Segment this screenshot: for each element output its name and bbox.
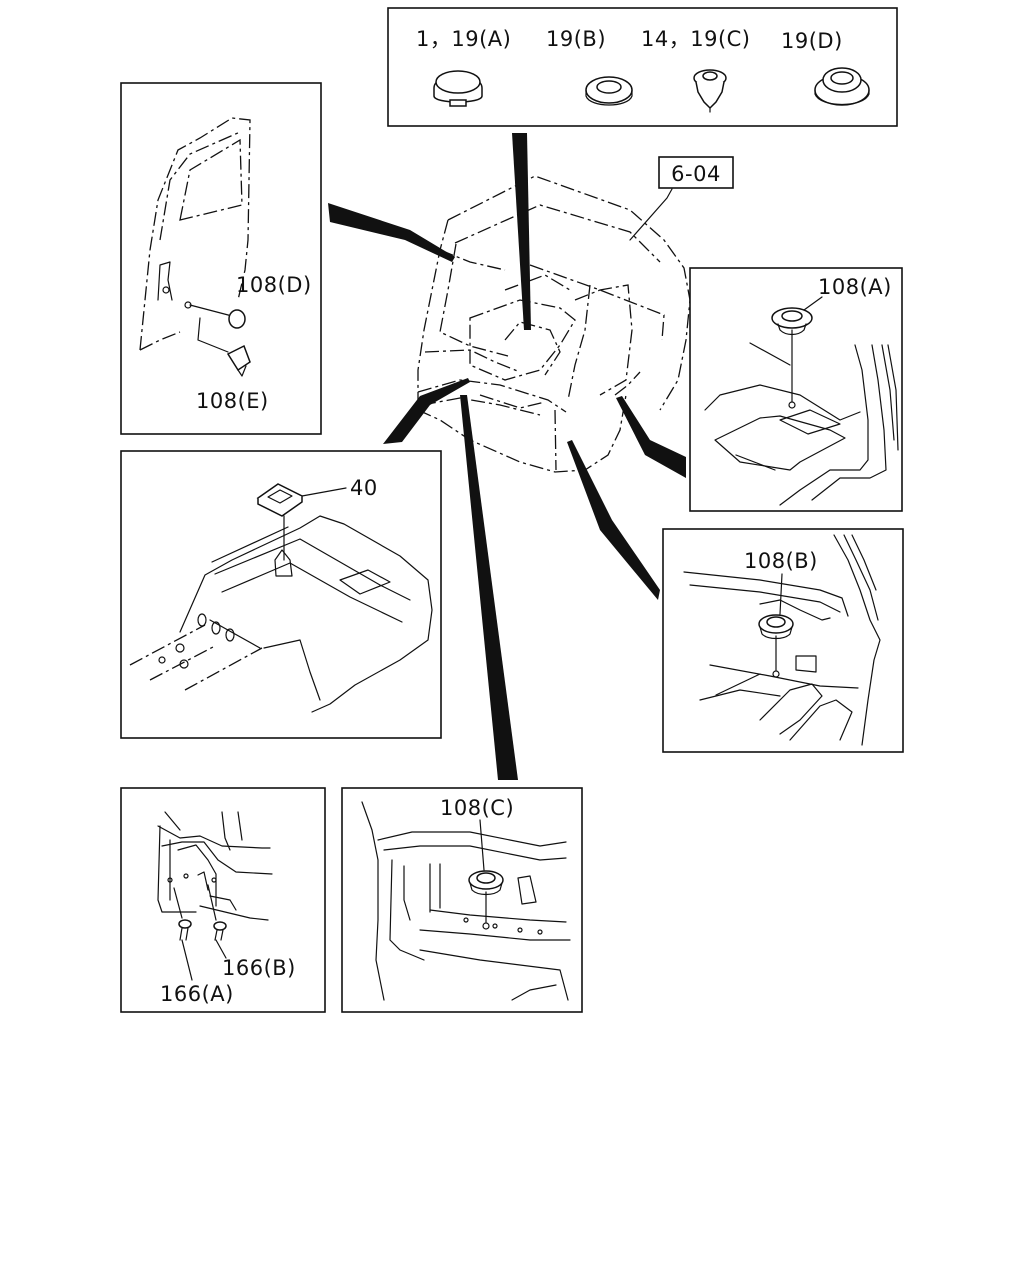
push-clip-icon	[693, 69, 727, 113]
trim-clip-icon	[226, 344, 251, 377]
legend-label-4: 19(D)	[781, 29, 843, 53]
legend-label-3: 14，19(C)	[641, 27, 751, 51]
front-floor-panel: 108(A)	[689, 267, 903, 512]
reference-label: 6-04	[671, 162, 721, 186]
rear-panel: 108(C)	[341, 787, 583, 1013]
bolt-b-icon	[213, 921, 227, 941]
square-plug-icon	[256, 483, 304, 517]
bolt-a-icon	[178, 919, 192, 941]
stepped-grommet-icon	[814, 67, 870, 106]
door-label-108e: 108(E)	[196, 389, 269, 413]
cab-assembly-drawing	[417, 175, 691, 473]
bracket-label-166b: 166(B)	[222, 956, 296, 980]
bracket-label-166a: 166(A)	[160, 982, 234, 1006]
rear-bracket-panel: 166(B) 166(A)	[120, 787, 326, 1013]
rear-panel-label-108c: 108(C)	[440, 796, 514, 820]
plug-cap-icon	[433, 70, 483, 107]
legend-label-2: 19(B)	[546, 27, 606, 51]
legend-panel: 1，19(A) 19(B) 14，19(C) 19(D)	[387, 7, 898, 127]
flanged-grommet-icon	[771, 307, 813, 336]
legend-label-1: 1，19(A)	[416, 27, 511, 51]
door-panel: 108(D) 108(E)	[120, 82, 322, 435]
rear-grommet-icon	[468, 870, 504, 896]
door-label-108d: 108(D)	[236, 273, 312, 297]
leader-lines	[328, 133, 686, 780]
side-sill-label-108b: 108(B)	[744, 549, 818, 573]
body-grommet-icon	[758, 614, 794, 640]
reference-callout: 6-04	[658, 156, 734, 189]
flat-grommet-icon	[585, 76, 633, 106]
reference-box	[658, 156, 734, 189]
front-floor-label-108a: 108(A)	[818, 275, 892, 299]
floor-tunnel-panel: 40	[120, 450, 442, 739]
side-sill-panel: 108(B)	[662, 528, 904, 753]
tunnel-label-40: 40	[350, 476, 378, 500]
